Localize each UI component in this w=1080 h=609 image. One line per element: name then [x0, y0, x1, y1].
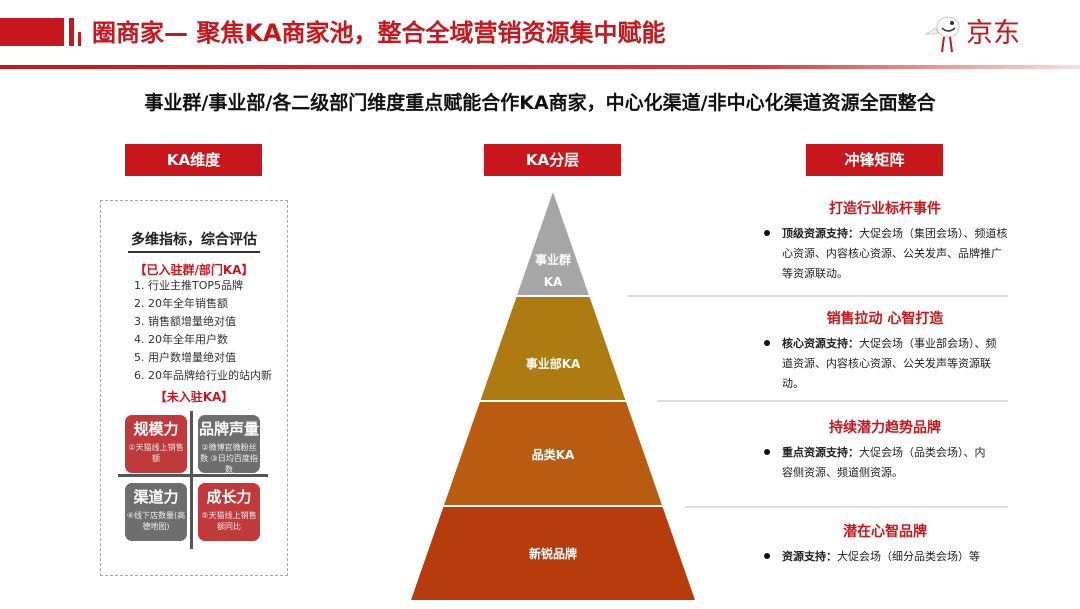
- bullet-icon: [764, 553, 770, 559]
- list-item: 6. 20年品牌给行业的站内新: [134, 369, 272, 382]
- pyramid-label: 品类KA: [531, 448, 575, 462]
- list-item: 4. 20年全年用户数: [134, 333, 228, 346]
- header-accent-bar: [69, 18, 74, 46]
- horizontal-axis-arrow: [118, 474, 268, 477]
- ka-dimension-panel: 多维指标，综合评估 【已入驻群/部门KA】 1. 行业主推TOP5品牌 2. 2…: [100, 200, 288, 576]
- divider: [685, 506, 1008, 508]
- matrix-body: 核心资源支持：大促会场（事业部会场）、频道资源、内容核心资源、公关发声等资源联动…: [782, 337, 997, 390]
- divider: [627, 295, 1008, 297]
- jd-mascot-icon: [924, 16, 960, 53]
- jd-logo: 京东: [922, 14, 1047, 54]
- matrix-item: 打造行业标杆事件 顶级资源支持：大促会场（集团会场）、频道核心资源、内容核心资源…: [750, 200, 1060, 280]
- quadrant-desc: ⑤天猫线上销售额同比: [201, 511, 257, 531]
- pyramid-level: [444, 402, 662, 505]
- list-item: 1. 行业主推TOP5品牌: [134, 279, 244, 292]
- quadrant-channel: 渠道力 ④线下店数量(高德地图): [125, 483, 187, 541]
- quadrant-title: 成长力: [206, 488, 252, 506]
- quadrant-scale: 规模力 ①天猫线上销售额: [125, 415, 187, 473]
- matrix-item: 持续潜力趋势品牌 重点资源支持：大促会场（品类会场）、内容侧资源、频道侧资源。: [750, 419, 1060, 479]
- matrix-body: 资源支持：大促会场（细分品类会场）等: [782, 550, 980, 563]
- logo-text: 京东: [966, 18, 1020, 49]
- header-accent-bar: [78, 32, 81, 46]
- panel-heading: 多维指标，综合评估: [131, 232, 257, 248]
- tag-matrix: 冲锋矩阵: [806, 144, 943, 176]
- pyramid-label: 新锐品牌: [528, 547, 577, 561]
- list-item: 2. 20年全年销售额: [134, 297, 228, 310]
- matrix-title: 持续潜力趋势品牌: [829, 420, 941, 436]
- entered-ka-label: 【已入驻群/部门KA】: [134, 263, 254, 277]
- bullet-icon: [764, 340, 770, 346]
- quadrant-title: 规模力: [133, 420, 179, 438]
- matrix-title: 打造行业标杆事件: [829, 201, 941, 217]
- pyramid-label: 事业部KA: [525, 357, 581, 371]
- bullet-icon: [764, 449, 770, 455]
- pyramid-graphic: [411, 192, 695, 600]
- criteria-list: 1. 行业主推TOP5品牌 2. 20年全年销售额 3. 销售额增量绝对值 4.…: [134, 277, 272, 385]
- matrix-body: 重点资源支持：大促会场（品类会场）、内容侧资源、频道侧资源。: [782, 446, 986, 479]
- matrix-item: 销售拉动 心智打造 核心资源支持：大促会场（事业部会场）、频道资源、内容核心资源…: [750, 310, 1060, 390]
- matrix-title: 潜在心智品牌: [843, 524, 927, 540]
- not-entered-ka-label: 【未入驻KA】: [154, 390, 234, 404]
- pyramid-level: [411, 507, 695, 600]
- vertical-axis-arrow: [190, 411, 193, 549]
- list-item: 3. 销售额增量绝对值: [134, 315, 236, 328]
- quadrant-growth: 成长力 ⑤天猫线上销售额同比: [198, 483, 260, 541]
- tag-ka-dimension: KA维度: [125, 144, 262, 176]
- matrix-item: 潜在心智品牌 资源支持：大促会场（细分品类会场）等: [750, 523, 1060, 563]
- matrix-body: 顶级资源支持：大促会场（集团会场）、频道核心资源、内容核心资源、公关发声、品牌推…: [782, 227, 1008, 280]
- quadrant-title: 渠道力: [133, 488, 179, 506]
- matrix-title: 销售拉动 心智打造: [826, 311, 944, 327]
- subtitle: 事业群/事业部/各二级部门维度重点赋能合作KA商家，中心化渠道/非中心化渠道资源…: [144, 92, 936, 114]
- tag-ka-tiers: KA分层: [484, 144, 621, 176]
- quadrant-brand-voice: 品牌声量 ②微博官微粉丝数 ③日均百度指数: [198, 415, 260, 474]
- header-divider: [0, 65, 1080, 69]
- divider: [128, 251, 260, 253]
- list-item: 5. 用户数增量绝对值: [134, 351, 236, 364]
- page-title: 圈商家— 聚焦KA商家池，整合全域营销资源集中赋能: [92, 19, 666, 47]
- quadrant-desc: ①天猫线上销售额: [128, 443, 184, 463]
- pyramid-level: [517, 192, 589, 295]
- pyramid-level: [480, 297, 626, 400]
- quadrant-title: 品牌声量: [198, 420, 259, 438]
- divider: [657, 400, 1008, 402]
- bullet-icon: [764, 230, 770, 236]
- header-accent-block: [0, 18, 64, 46]
- quadrant-desc: ④线下店数量(高德地图): [126, 511, 186, 531]
- quadrant-desc: ②微博官微粉丝数 ③日均百度指数: [200, 443, 258, 474]
